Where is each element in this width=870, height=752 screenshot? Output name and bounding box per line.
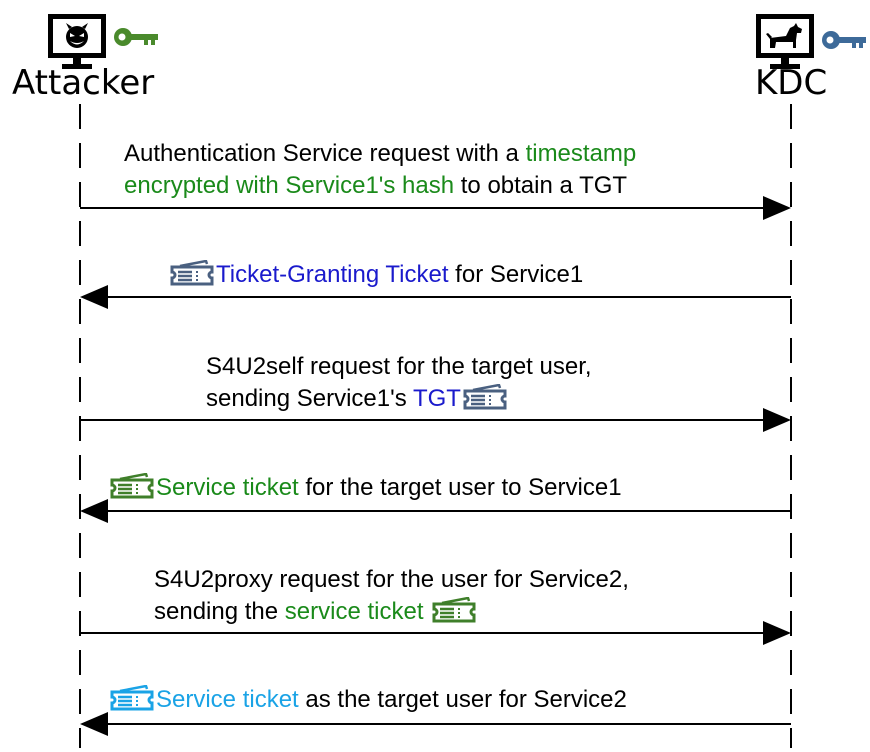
attacker-label: Attacker: [12, 63, 155, 103]
message-text: [423, 598, 430, 625]
message-label-line: Ticket-Granting Ticket for Service1: [168, 259, 583, 295]
message-text: as the target user for Service2: [298, 686, 627, 713]
message-label-line: sending Service1's TGT: [206, 383, 592, 419]
message-label: Ticket-Granting Ticket for Service1: [168, 259, 583, 295]
message-label: S4U2self request for the target user, sen…: [206, 351, 592, 419]
kdc-key-icon: [822, 31, 866, 49]
kdc-label: KDC: [755, 63, 828, 103]
arrowhead-icon: [763, 408, 791, 432]
highlighted-text: Service ticket: [156, 686, 299, 713]
arrowhead-icon: [80, 712, 108, 736]
message-label: S4U2proxy request for the user for Servi…: [154, 564, 629, 632]
attacker-key-icon: [114, 28, 158, 46]
message-label-line: S4U2proxy request for the user for Servi…: [154, 564, 629, 596]
highlighted-text: TGT: [412, 385, 461, 412]
message-label-line: S4U2self request for the target user,: [206, 351, 592, 383]
message-text: S4U2self request for the target user,: [206, 353, 592, 380]
message-label-line: encrypted with Service1's hash to obtain…: [124, 170, 636, 202]
message-text: for the target user to Service1: [298, 474, 622, 501]
message-text: sending the: [154, 598, 285, 625]
highlighted-text: Ticket-Granting Ticket: [216, 261, 449, 288]
ticket-icon: [463, 383, 507, 419]
highlighted-text: timestamp: [525, 140, 637, 167]
dog-icon: [766, 23, 802, 48]
message-label: Service ticket for the target user to Se…: [108, 472, 622, 508]
ticket-icon: [432, 596, 476, 632]
arrowhead-icon: [80, 499, 108, 523]
message-text: for Service1: [448, 261, 584, 288]
message-label: Authentication Service request with a ti…: [124, 138, 636, 202]
highlighted-text: Service ticket: [156, 474, 299, 501]
arrowhead-icon: [763, 196, 791, 220]
message-text: Authentication Service request with a: [124, 140, 526, 167]
attacker-monitor-icon: [48, 14, 106, 69]
highlighted-text: service ticket: [284, 598, 424, 625]
message-text: S4U2proxy request for the user for Servi…: [154, 566, 629, 593]
arrowhead-icon: [763, 621, 791, 645]
ticket-icon: [110, 472, 154, 508]
ticket-icon: [170, 259, 214, 295]
message-label: Service ticket as the target user for Se…: [108, 684, 627, 720]
ticket-icon: [110, 684, 154, 720]
message-label-line: Authentication Service request with a ti…: [124, 138, 636, 170]
message-label-line: sending the service ticket: [154, 596, 629, 632]
message-label-line: Service ticket for the target user to Se…: [108, 472, 622, 508]
message-text: sending Service1's: [206, 385, 413, 412]
message-text: to obtain a TGT: [454, 172, 628, 199]
kdc-monitor-icon: [756, 14, 814, 69]
message-label-line: Service ticket as the target user for Se…: [108, 684, 627, 720]
message-arrows: [80, 196, 791, 736]
devil-face-icon: [66, 23, 88, 48]
highlighted-text: encrypted with Service1's hash: [124, 172, 455, 199]
arrowhead-icon: [80, 285, 108, 309]
